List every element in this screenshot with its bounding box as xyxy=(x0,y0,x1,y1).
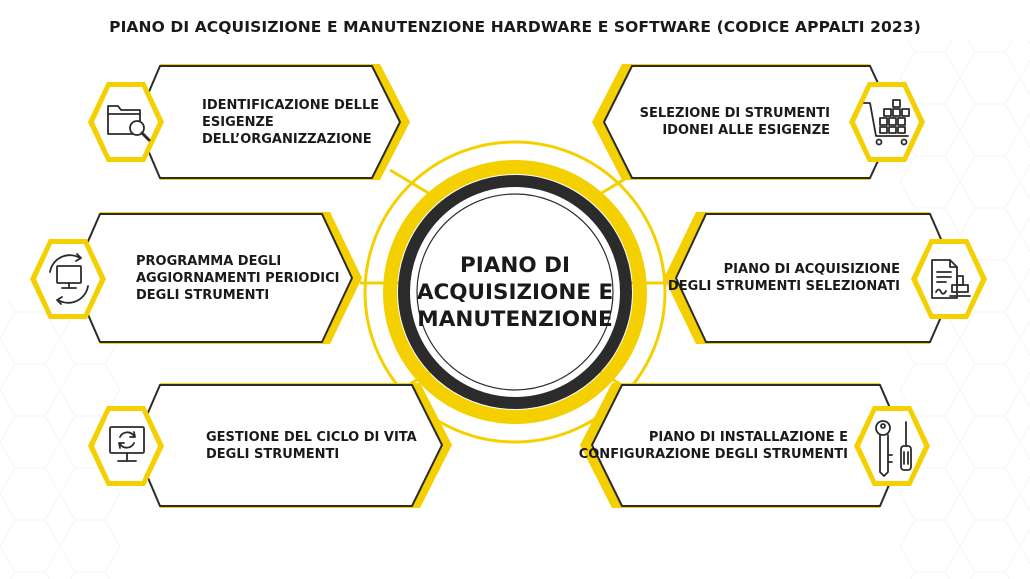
key-screwdriver-icon xyxy=(875,420,912,477)
icon-hex-1 xyxy=(88,82,164,162)
card-5 xyxy=(132,383,452,508)
step-1-line-3: DELL’ORGANIZZAZIONE xyxy=(202,131,372,147)
card-3 xyxy=(70,212,362,344)
step-1-line-2: ESIGENZE xyxy=(202,114,274,130)
card-2 xyxy=(592,64,898,180)
center-label-line-3: MANUTENZIONE xyxy=(417,306,613,332)
center-label: PIANO DI ACQUISIZIONE E MANUTENZIONE xyxy=(415,232,615,352)
step-3-line-2: AGGIORNAMENTI PERIODICI xyxy=(136,270,340,286)
monitor-cycle-icon xyxy=(109,426,145,462)
step-5-label: GESTIONE DEL CICLO DI VITA DEGLI STRUMEN… xyxy=(206,404,436,488)
folder-search-icon xyxy=(107,105,151,142)
step-3-line-1: PROGRAMMA DEGLI xyxy=(136,253,282,269)
step-1-label: IDENTIFICAZIONE DELLE ESIGENZE DELL’ORGA… xyxy=(202,80,402,164)
step-3-label: PROGRAMMA DEGLI AGGIORNAMENTI PERIODICI … xyxy=(136,236,356,320)
shopping-cart-icon xyxy=(863,99,910,146)
step-4-label: PIANO DI ACQUISIZIONE DEGLI STRUMENTI SE… xyxy=(650,236,900,320)
contract-stamp-icon xyxy=(931,259,971,299)
center-inner-ring xyxy=(416,193,614,391)
step-6-line-2: CONFIGURAZIONE DEGLI STRUMENTI xyxy=(578,447,848,462)
step-5-line-1: GESTIONE DEL CICLO DI VITA xyxy=(206,430,417,445)
step-6-label: PIANO DI INSTALLAZIONE E CONFIGURAZIONE … xyxy=(578,404,848,488)
step-2-label: SELEZIONE DI STRUMENTI IDONEI ALLE ESIGE… xyxy=(600,80,830,164)
center-rings xyxy=(363,140,667,444)
step-2-line-1: SELEZIONE DI STRUMENTI xyxy=(639,106,830,121)
center-label-line-2: ACQUISIZIONE E xyxy=(416,279,614,305)
step-4-line-1: PIANO DI ACQUISIZIONE xyxy=(723,262,900,277)
center-dark-ring xyxy=(398,175,632,409)
center-label-line-1: PIANO DI xyxy=(460,252,570,278)
monitor-update-icon xyxy=(49,253,89,305)
center-yellow-ring xyxy=(383,160,647,424)
card-4 xyxy=(664,212,960,344)
center-outer-ring xyxy=(363,140,667,444)
step-5-line-2: DEGLI STRUMENTI xyxy=(206,447,340,462)
step-4-line-2: DEGLI STRUMENTI SELEZIONATI xyxy=(667,279,900,294)
diagram-title: PIANO DI ACQUISIZIONE E MANUTENZIONE HAR… xyxy=(109,18,921,36)
step-1-line-1: IDENTIFICAZIONE DELLE xyxy=(202,97,380,113)
step-2-line-2: IDONEI ALLE ESIGENZE xyxy=(662,123,830,138)
step-6-line-1: PIANO DI INSTALLAZIONE E xyxy=(648,430,848,445)
card-1 xyxy=(134,64,410,180)
step-3-line-3: DEGLI STRUMENTI xyxy=(136,287,270,303)
